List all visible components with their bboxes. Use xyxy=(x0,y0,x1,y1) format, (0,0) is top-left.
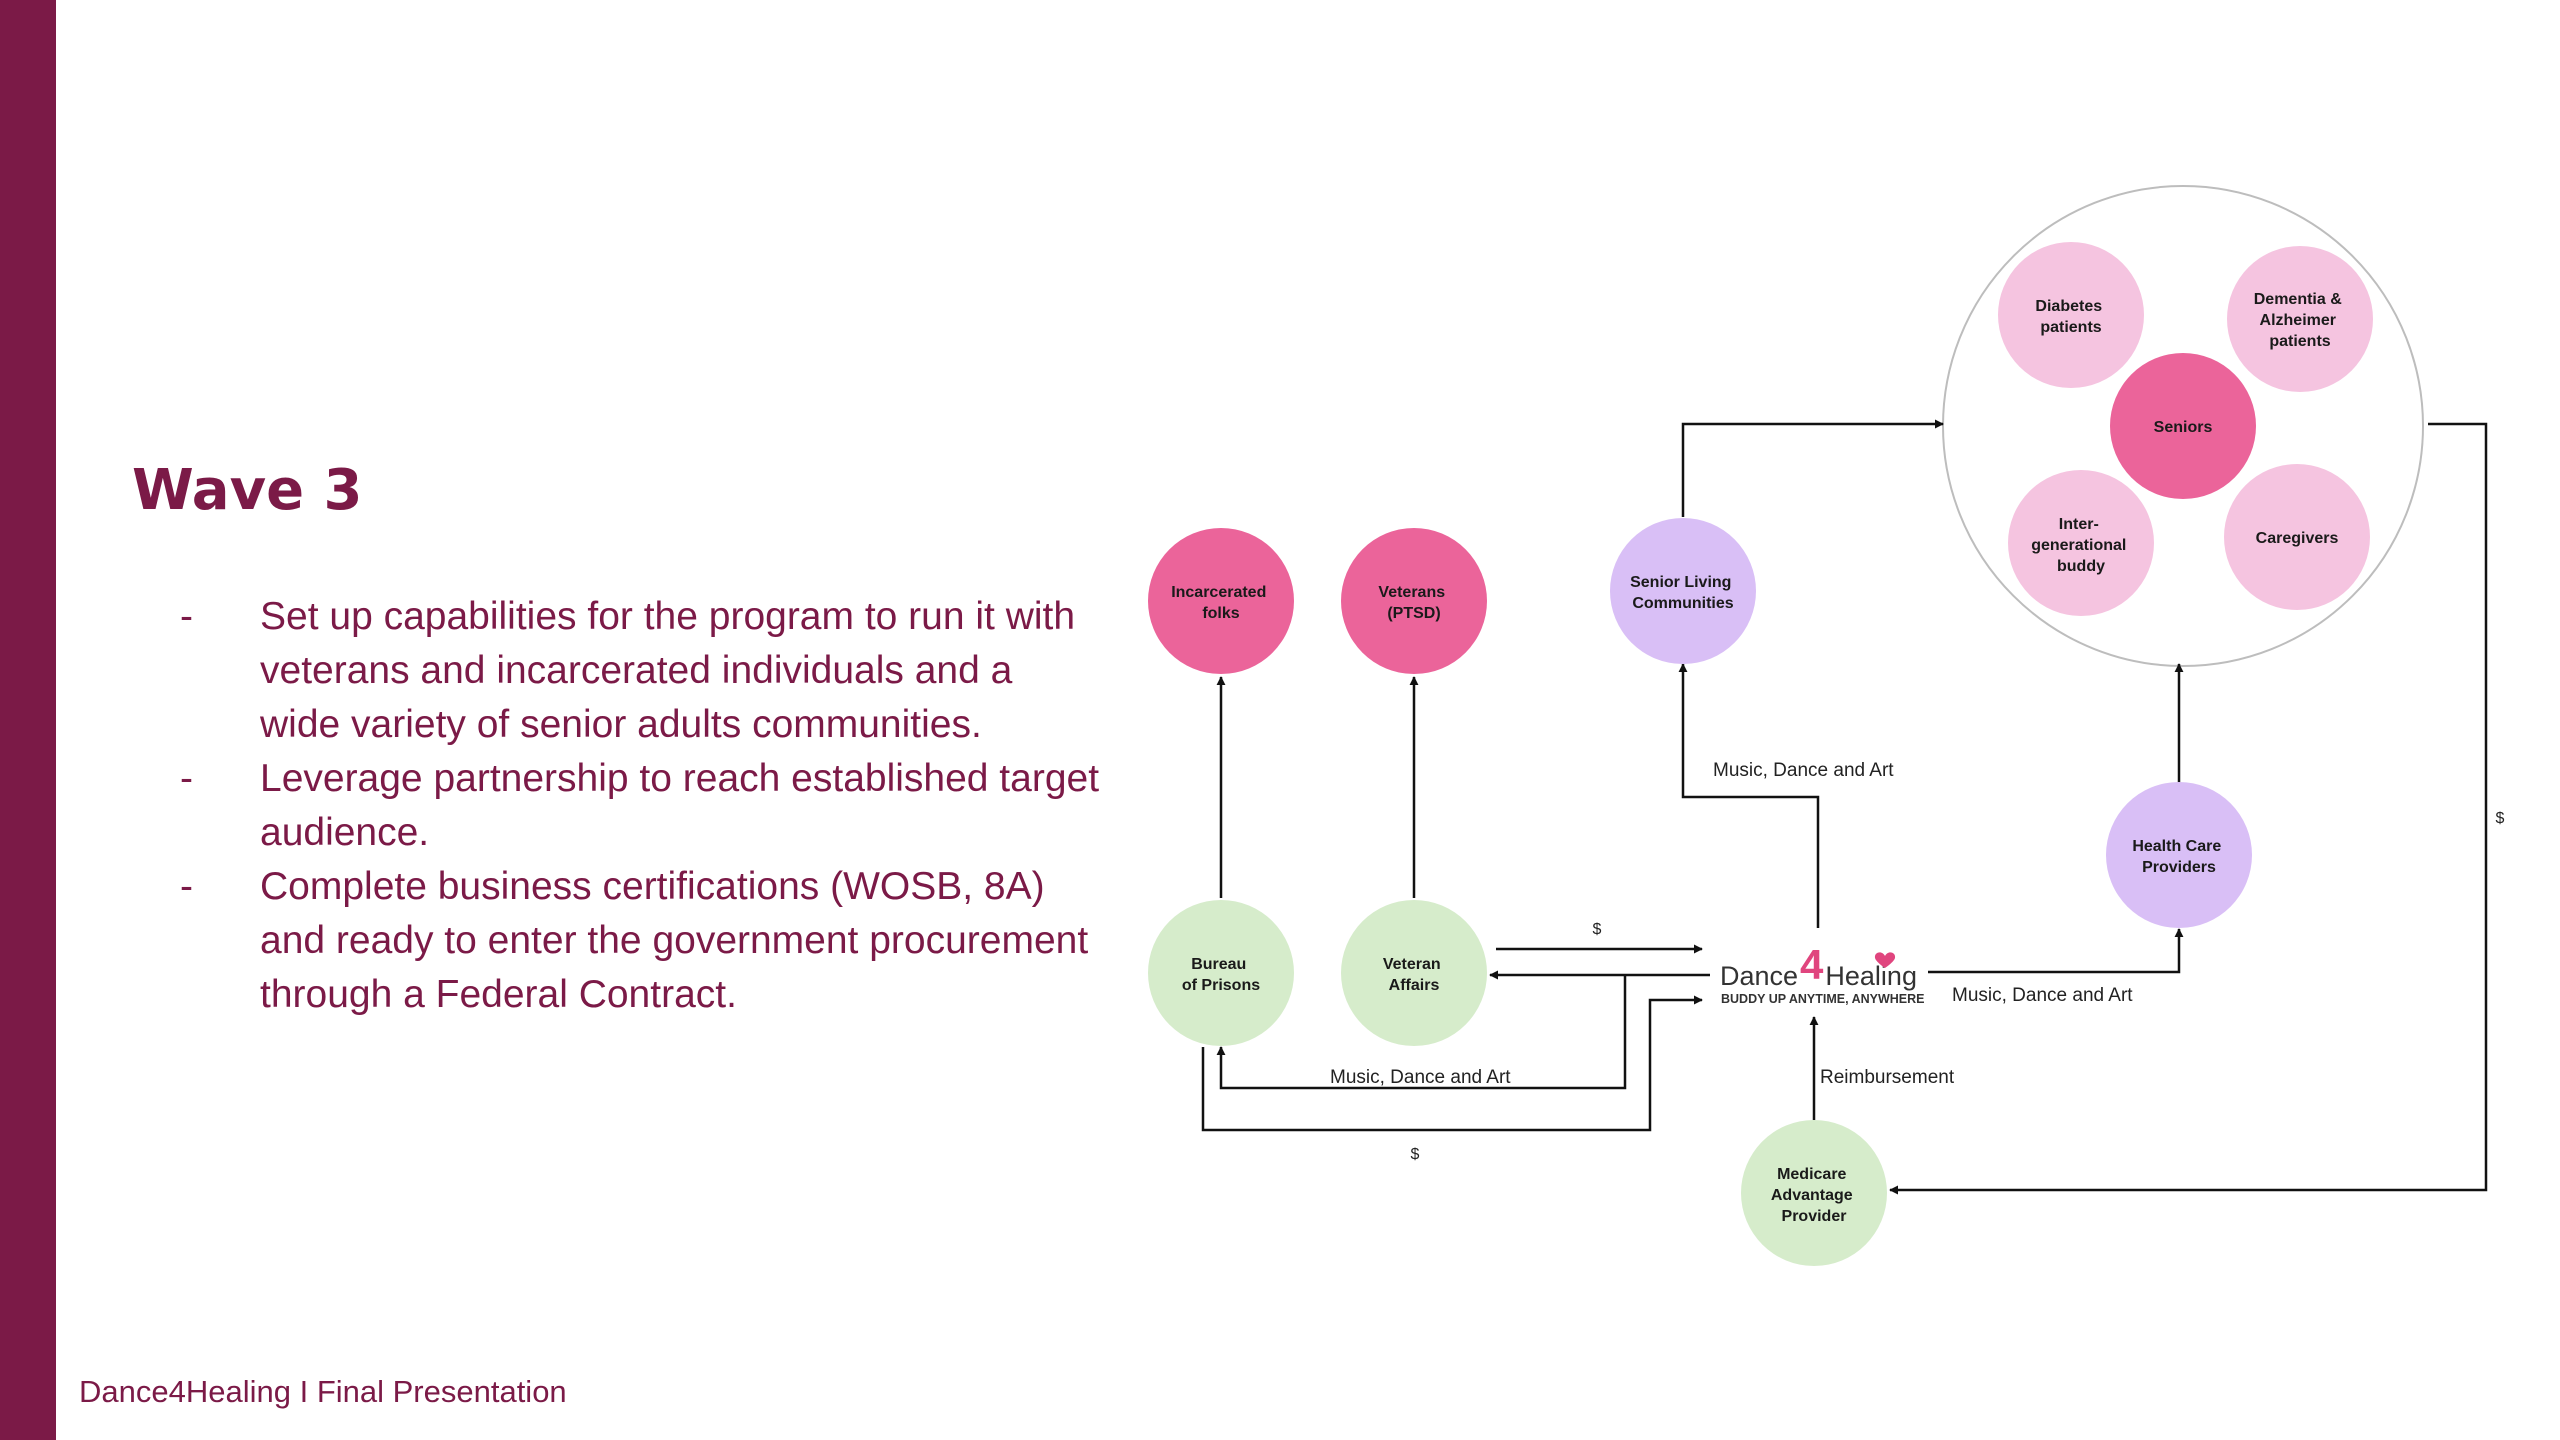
arrow-service-to-bureau xyxy=(1216,975,1627,1090)
node-label-line: Alzheimer xyxy=(2260,312,2336,329)
bullet-dash: - xyxy=(180,865,193,908)
node-label-line: buddy xyxy=(2057,558,2105,575)
arrow-to-health-care xyxy=(1928,928,2184,974)
label-music-dance-art: Music, Dance and Art xyxy=(1713,760,1894,781)
node-label-line: patients xyxy=(2040,319,2101,336)
node-senior-living-communities: Senior Living Communities xyxy=(1610,518,1756,664)
node-intergenerational-buddy: Inter- generational buddy xyxy=(2008,470,2154,616)
svg-text:Veterans (PTSD): Veterans (PTSD) xyxy=(1378,584,1449,622)
arrow-seniors-dollar-to-medicare xyxy=(1889,422,2488,1195)
logo-number-four: 4 xyxy=(1800,941,1824,988)
svg-text:Health Care Providers: Health Care Providers xyxy=(2132,838,2225,876)
node-label-line: folks xyxy=(1202,605,1239,622)
node-label-line: Bureau xyxy=(1191,956,1246,973)
node-health-care-providers: Health Care Providers xyxy=(2106,782,2252,928)
node-veteran-affairs: Veteran Affairs xyxy=(1341,900,1487,1046)
logo-wordmark: Dance4Healing xyxy=(1720,941,1917,991)
bullet-item: - Leverage partnership to reach establish… xyxy=(180,752,1100,860)
node-label-line: (PTSD) xyxy=(1387,605,1440,622)
logo-word-dance: Dance xyxy=(1720,961,1798,991)
label-reimbursement: Reimbursement xyxy=(1820,1067,1955,1088)
logo-tagline: BUDDY UP ANYTIME, ANYWHERE xyxy=(1721,992,1925,1006)
node-label-line: Affairs xyxy=(1389,977,1440,994)
node-label-line: Senior Living xyxy=(1630,574,1731,591)
arrow-bureau-dollar xyxy=(1201,995,1703,1132)
node-label-line: of Prisons xyxy=(1182,977,1260,994)
node-diabetes-patients: Diabetes patients xyxy=(1998,242,2144,388)
node-bureau-of-prisons: Bureau of Prisons xyxy=(1148,900,1294,1046)
bullet-text: Complete business certifications (WOSB, … xyxy=(260,865,1089,1016)
node-medicare-advantage-provider: Medicare Advantage Provider xyxy=(1741,1120,1887,1266)
svg-text:Veteran Affairs: Veteran Affairs xyxy=(1383,956,1445,994)
logo-word-healing: Healing xyxy=(1825,961,1917,991)
label-dollar: $ xyxy=(1411,1146,1420,1163)
node-label-line: Incarcerated xyxy=(1171,584,1266,601)
node-dementia-alzheimer-patients: Dementia & Alzheimer patients xyxy=(2227,246,2373,392)
bullet-item: - Complete business certifications (WOSB,… xyxy=(180,860,1100,1022)
node-label-line: Inter- xyxy=(2059,516,2099,533)
heart-icon xyxy=(1874,952,1896,968)
node-label-line: Advantage xyxy=(1771,1187,1853,1204)
node-label-line: generational xyxy=(2031,537,2126,554)
svg-text:Diabetes patients: Diabetes patients xyxy=(2035,298,2106,336)
node-incarcerated-folks: Incarcerated folks xyxy=(1148,528,1294,674)
svg-text:Incarcerated folks: Incarcerated folks xyxy=(1171,584,1271,622)
arrow-to-senior-living xyxy=(1678,663,1820,928)
node-label-line: Provider xyxy=(1782,1208,1847,1225)
svg-text:Bureau of Prisons: Bureau of Prisons xyxy=(1182,956,1260,994)
node-label-line: Caregivers xyxy=(2256,530,2339,547)
svg-text:Dementia & Alzheimer: Dementia & Alzheimer patients xyxy=(2254,291,2346,350)
bullet-dash: - xyxy=(180,757,193,800)
svg-text:Medicare Advantage: Medicare Advantage Provider xyxy=(1771,1166,1857,1225)
label-music-dance-art: Music, Dance and Art xyxy=(1330,1067,1511,1088)
node-label-line: patients xyxy=(2269,333,2330,350)
node-label-line: Seniors xyxy=(2154,419,2213,436)
slide-title: Wave 3 xyxy=(132,458,363,523)
bullet-list: - Set up capabilities for the program to … xyxy=(180,590,1100,1022)
bullet-text: Set up capabilities for the program to r… xyxy=(260,595,1076,746)
connectors xyxy=(1201,419,2488,1195)
node-label-line: Diabetes xyxy=(2035,298,2102,315)
node-label-line: Veteran xyxy=(1383,956,1441,973)
label-dollar: $ xyxy=(1593,921,1602,938)
svg-text:Senior Living Communitie: Senior Living Communities xyxy=(1630,574,1736,612)
svg-text:Inter- generational: Inter- generational buddy xyxy=(2031,516,2131,575)
dance4healing-logo: Dance4Healing BUDDY UP ANYTIME, ANYWHERE xyxy=(1720,941,1925,1006)
node-label-line: Veterans xyxy=(1378,584,1445,601)
label-dollar: $ xyxy=(2496,810,2505,827)
node-seniors: Seniors xyxy=(2110,353,2256,499)
bullet-dash: - xyxy=(180,595,193,638)
node-veterans-ptsd: Veterans (PTSD) xyxy=(1341,528,1487,674)
node-label-line: Providers xyxy=(2142,859,2216,876)
bullet-item: - Set up capabilities for the program to … xyxy=(180,590,1100,752)
node-label-line: Dementia & xyxy=(2254,291,2342,308)
label-music-dance-art: Music, Dance and Art xyxy=(1952,985,2133,1006)
node-caregivers: Caregivers xyxy=(2224,464,2370,610)
arrow-senior-living-to-seniors xyxy=(1681,419,1944,517)
bullet-text: Leverage partnership to reach establishe… xyxy=(260,757,1100,854)
side-accent-bar xyxy=(0,0,56,1440)
footer-text: Dance4Healing I Final Presentation xyxy=(79,1374,567,1409)
node-label-line: Medicare xyxy=(1777,1166,1846,1183)
node-label-line: Health Care xyxy=(2132,838,2221,855)
node-label-line: Communities xyxy=(1632,595,1733,612)
